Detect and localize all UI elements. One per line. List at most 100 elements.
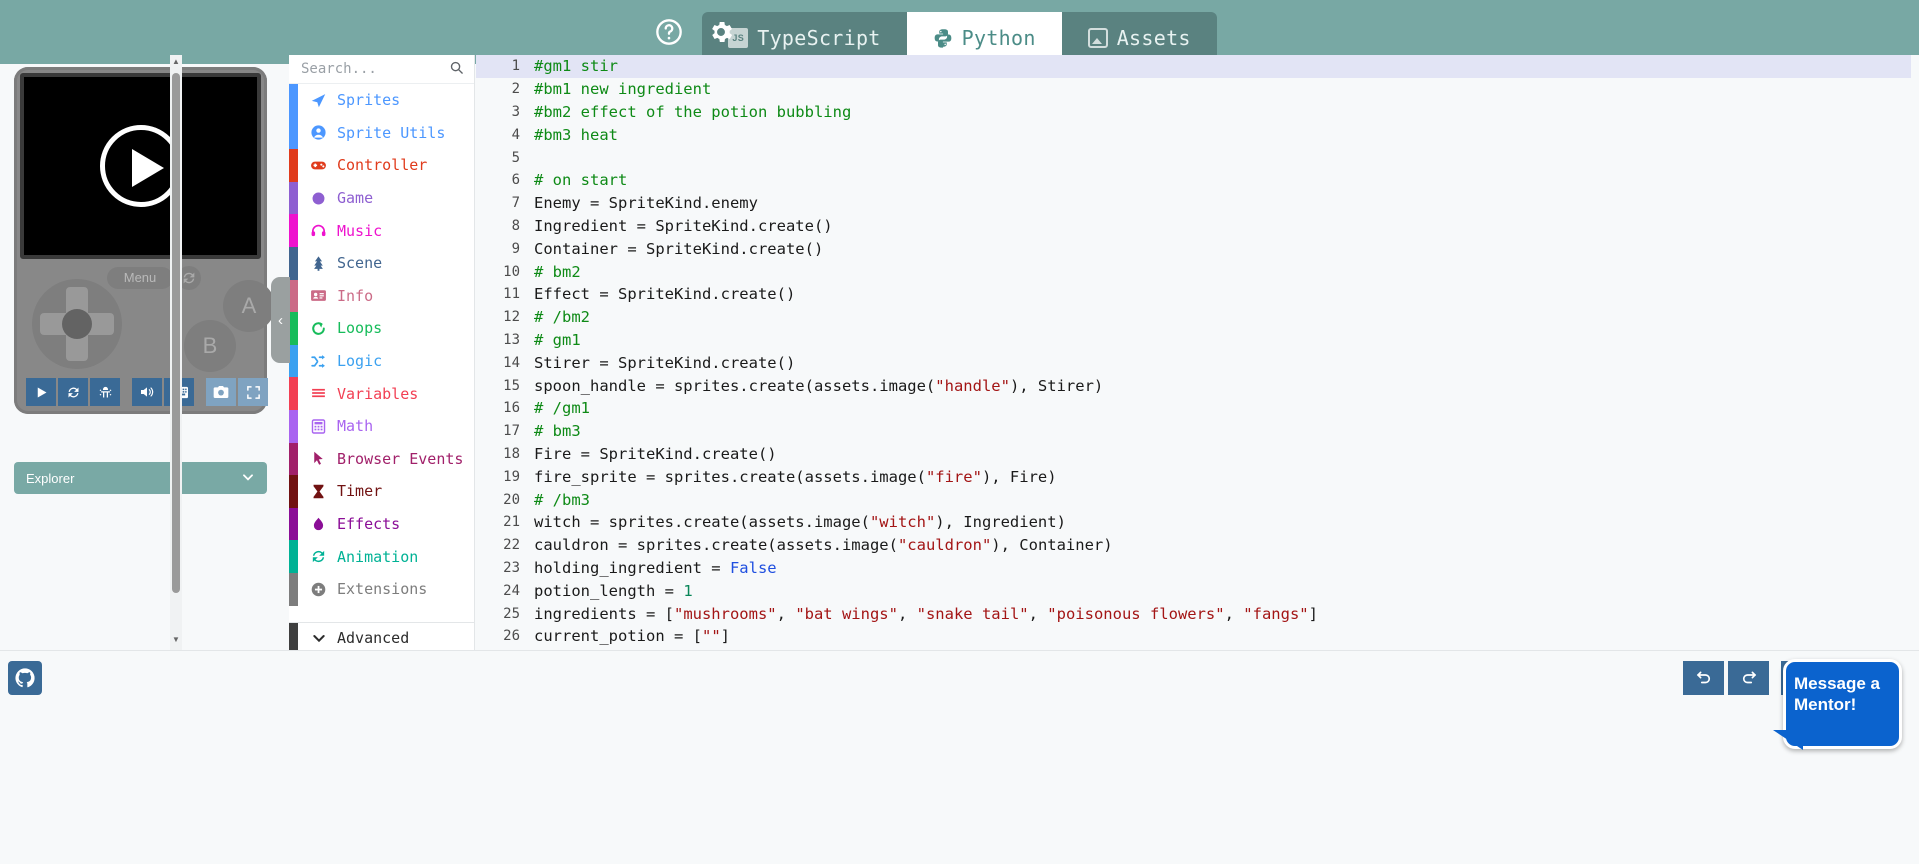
toolbox-category-effects[interactable]: Effects (289, 507, 474, 541)
screenshot-button[interactable] (206, 378, 236, 406)
toolbox-category-logic[interactable]: Logic (289, 344, 474, 378)
line-code: # bm2 (534, 262, 581, 281)
lines-icon (309, 384, 328, 403)
toolbox-category-controller[interactable]: Controller (289, 149, 474, 182)
category-stripe (289, 181, 298, 215)
line-number: 5 (511, 149, 520, 166)
line-code: #bm3 heat (534, 125, 618, 144)
code-line[interactable]: 12# /bm2 (476, 306, 1919, 329)
toolbox-advanced-toggle[interactable]: Advanced (289, 622, 474, 652)
code-line[interactable]: 17# bm3 (476, 420, 1919, 443)
simulator-panel: Menu A B (0, 64, 281, 650)
toolbox-category-animation[interactable]: Animation (289, 540, 474, 573)
code-line[interactable]: 1#gm1 stir (476, 55, 1919, 78)
line-number: 14 (503, 354, 520, 371)
code-line[interactable]: 5 (476, 146, 1919, 169)
debug-button[interactable] (90, 378, 120, 406)
message-a-mentor-button[interactable]: Message a Mentor! (1773, 659, 1902, 750)
refresh-cycle-icon (309, 547, 328, 566)
menu-button[interactable]: Menu (107, 267, 173, 289)
toolbox-category-label: Info (337, 286, 374, 305)
toolbox-category-game[interactable]: Game (289, 181, 474, 215)
category-stripe (289, 149, 298, 182)
github-icon[interactable] (8, 661, 42, 695)
line-code: # gm1 (534, 330, 581, 349)
toolbox-search[interactable]: Search... (289, 55, 474, 84)
fullscreen-button[interactable] (238, 378, 268, 406)
line-number: 4 (511, 126, 520, 143)
code-line[interactable]: 2#bm1 new ingredient (476, 78, 1919, 101)
tab-assets[interactable]: Assets (1062, 12, 1217, 64)
toolbox-category-math[interactable]: Math (289, 409, 474, 443)
line-number: 13 (503, 331, 520, 348)
editor-scrollbar[interactable] (1911, 55, 1919, 650)
toolbox-category-info[interactable]: Info (289, 279, 474, 313)
simulator-screen[interactable] (20, 73, 261, 259)
explorer-panel-header[interactable]: Explorer (14, 462, 267, 494)
toolbox-category-timer[interactable]: Timer (289, 475, 474, 508)
chevron-left-icon[interactable]: ‹ (271, 277, 290, 363)
code-line[interactable]: 10# bm2 (476, 260, 1919, 283)
line-code: #bm2 effect of the potion bubbling (534, 102, 852, 121)
line-number: 15 (503, 377, 520, 394)
toolbox-scroll-thumb[interactable] (172, 73, 180, 593)
undo-button[interactable] (1683, 661, 1724, 695)
category-stripe (289, 246, 298, 280)
toolbox-category-sprite-utils[interactable]: Sprite Utils (289, 116, 474, 150)
code-line[interactable]: 6# on start (476, 169, 1919, 192)
code-line[interactable]: 16# /gm1 (476, 397, 1919, 420)
search-icon[interactable] (449, 60, 464, 79)
scroll-down-arrow[interactable]: ▼ (172, 635, 180, 644)
line-number: 9 (511, 240, 520, 257)
code-line[interactable]: 3#bm2 effect of the potion bubbling (476, 101, 1919, 124)
toolbox-category-extensions[interactable]: Extensions (289, 572, 474, 606)
button-a[interactable]: A (223, 280, 275, 332)
tab-typescript[interactable]: JS TypeScript (702, 12, 906, 64)
category-stripe (289, 507, 298, 541)
restart-button[interactable] (58, 378, 88, 406)
code-line[interactable]: 13 # gm1 (476, 329, 1919, 352)
toolbox-category-label: Extensions (337, 580, 428, 599)
mentor-line2: Mentor! (1794, 695, 1857, 714)
toolbox-category-browser-events[interactable]: Browser Events (289, 442, 474, 476)
category-stripe (289, 344, 298, 378)
toolbox-category-loops[interactable]: Loops (289, 312, 474, 345)
code-line[interactable]: 4 #bm3 heat (476, 123, 1919, 146)
scroll-up-arrow[interactable]: ▲ (172, 57, 180, 66)
code-line[interactable]: 20# /bm3 (476, 488, 1919, 511)
redo-button[interactable] (1728, 661, 1769, 695)
toolbox-category-scene[interactable]: Scene (289, 246, 474, 280)
toolbox-category-sprites[interactable]: Sprites (289, 84, 474, 117)
play-button[interactable] (26, 378, 56, 406)
line-number: 24 (503, 582, 520, 599)
help-circle-icon[interactable] (646, 9, 692, 55)
category-stripe (289, 312, 298, 345)
toolbox-category-variables[interactable]: Variables (289, 377, 474, 410)
toolbox-category-music[interactable]: Music (289, 214, 474, 247)
toolbox-category-label: Controller (337, 156, 428, 175)
mute-button[interactable] (132, 378, 162, 406)
category-stripe (289, 279, 298, 313)
toolbox-scrollbar[interactable]: ▲ ▼ (170, 55, 182, 650)
dpad-control[interactable] (32, 279, 122, 369)
toolbox-category-label: Browser Events (337, 449, 464, 468)
button-b[interactable]: B (184, 320, 236, 372)
user-circle-icon (309, 123, 328, 142)
gear-icon[interactable] (698, 9, 744, 55)
tab-assets-label: Assets (1116, 26, 1191, 50)
